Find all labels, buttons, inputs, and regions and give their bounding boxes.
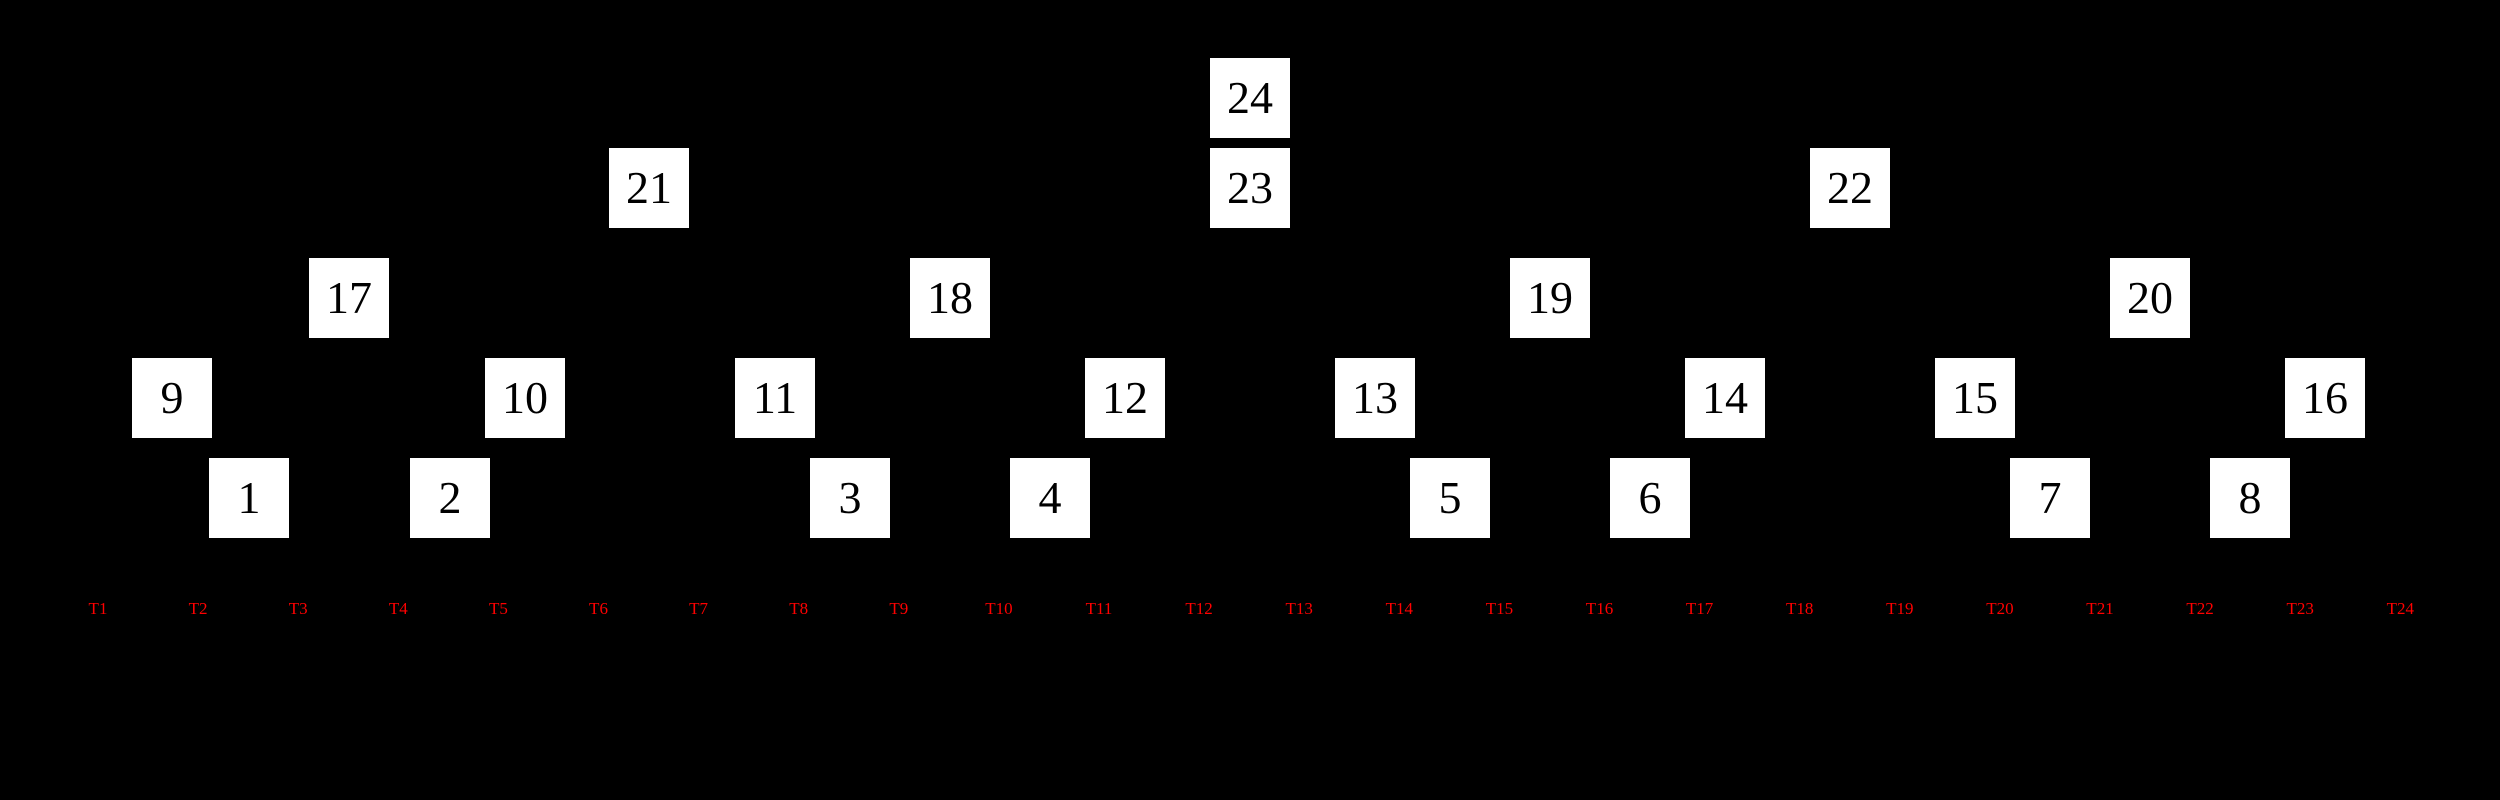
tree-node[interactable]: 20 <box>2110 258 2190 338</box>
tree-node[interactable]: 22 <box>1810 148 1890 228</box>
tree-node[interactable]: 4 <box>1010 458 1090 538</box>
tree-node[interactable]: 8 <box>2210 458 2290 538</box>
tree-node[interactable]: 1 <box>209 458 289 538</box>
tree-node[interactable]: 16 <box>2285 358 2365 438</box>
tree-node[interactable]: 17 <box>309 258 389 338</box>
tree-node[interactable]: 23 <box>1210 148 1290 228</box>
tree-node[interactable]: 7 <box>2010 458 2090 538</box>
tree-node[interactable]: 10 <box>485 358 565 438</box>
tree-node[interactable]: 2 <box>410 458 490 538</box>
tree-node[interactable]: 11 <box>735 358 815 438</box>
tree-node[interactable]: 5 <box>1410 458 1490 538</box>
tree-node[interactable]: 15 <box>1935 358 2015 438</box>
tree-node[interactable]: 13 <box>1335 358 1415 438</box>
tree-node[interactable]: 9 <box>132 358 212 438</box>
tree-node[interactable]: 24 <box>1210 58 1290 138</box>
tree-node[interactable]: 21 <box>609 148 689 228</box>
tree-node[interactable]: 14 <box>1685 358 1765 438</box>
tree-node[interactable]: 12 <box>1085 358 1165 438</box>
tree-node[interactable]: 19 <box>1510 258 1590 338</box>
tree-node[interactable]: 6 <box>1610 458 1690 538</box>
tree-node[interactable]: 3 <box>810 458 890 538</box>
tree-node[interactable]: 18 <box>910 258 990 338</box>
